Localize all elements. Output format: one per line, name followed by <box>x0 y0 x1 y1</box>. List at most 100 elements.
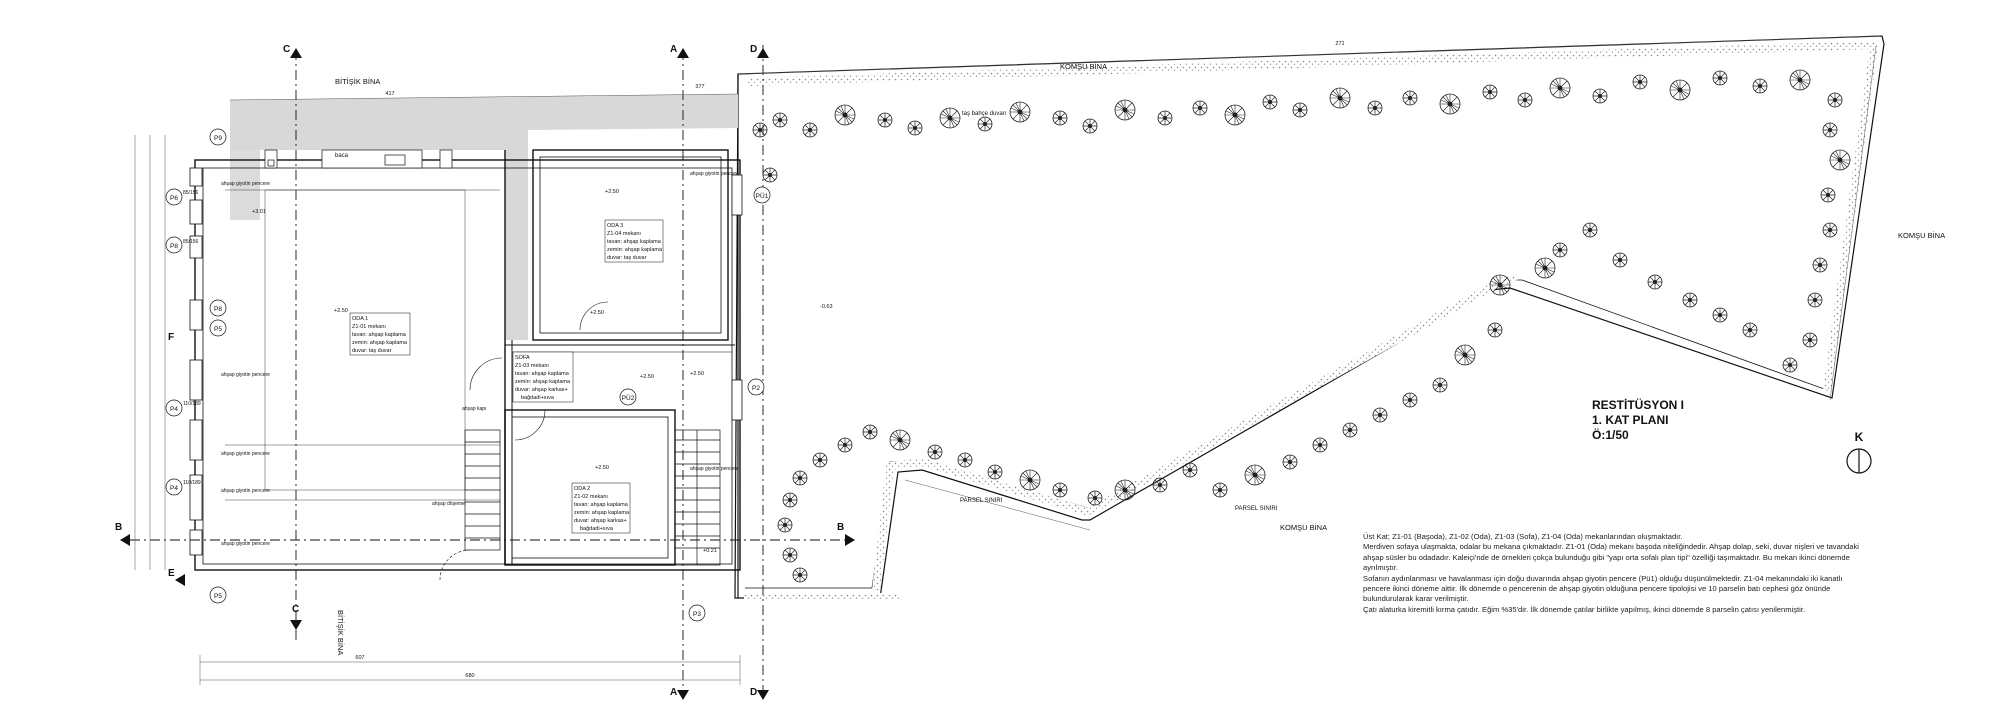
room-label-oda2: ODA 2 Z1-02 mekanı tavan: ahşap kaplama … <box>571 465 631 534</box>
section-letters: C A D B B E F C A D <box>115 44 844 698</box>
dimension-total: 680 <box>465 673 474 679</box>
window-text-5: ahşap giyotin pencere <box>221 541 270 547</box>
adjacent-building-top-label: BİTİŞİK BİNA <box>335 77 380 86</box>
section-mark-a-top: A <box>670 44 677 55</box>
stair-floor-label: ahşap döşeme <box>432 501 465 507</box>
section-mark-d-bottom: D <box>750 687 757 698</box>
level-stair-top: +2.50 <box>590 310 604 316</box>
title-line-2: 1. KAT PLANI <box>1592 413 1669 427</box>
svg-text:Z1-03 mekanı: Z1-03 mekanı <box>515 363 549 369</box>
parcel-label-1: PARSEL SINIRI <box>960 498 1003 504</box>
window-tag-p3: P3 <box>693 611 701 618</box>
window-size-p6: 85/156 <box>183 239 199 245</box>
svg-text:tavan: ahşap kaplama: tavan: ahşap kaplama <box>607 239 662 245</box>
window-text-3: ahşap giyotin pencere <box>221 451 270 457</box>
window-tags <box>165 128 771 622</box>
section-mark-c-top: C <box>283 44 290 55</box>
svg-text:Z1-02 mekanı: Z1-02 mekanı <box>574 494 608 500</box>
svg-text:zemin: ahşap kaplama: zemin: ahşap kaplama <box>574 510 630 516</box>
plan-notes: Üst Kat; Z1-01 (Başoda), Z1-02 (Oda), Z1… <box>1363 532 1863 615</box>
dimension-right: 271 <box>1335 41 1344 47</box>
section-arrows <box>120 48 855 700</box>
neighbor-bottom-label: KOMŞU BİNA <box>1280 523 1327 532</box>
window-size-p9: 85/156 <box>183 190 199 196</box>
dimension-b: 417 <box>385 91 394 97</box>
section-mark-b-left: B <box>115 522 122 533</box>
svg-text:zemin: ahşap kaplama: zemin: ahşap kaplama <box>352 340 408 346</box>
window-tag-p2: P2 <box>752 385 760 392</box>
svg-text:duvar: ahşap karkas+: duvar: ahşap karkas+ <box>515 387 568 393</box>
window-text-1: ahşap giyotin pencere <box>221 181 270 187</box>
window-tag-p5-b: P5 <box>214 593 222 600</box>
garden-wall-label: taş bahçe duvarı <box>962 111 1007 117</box>
svg-text:bağdadi+sıva: bağdadi+sıva <box>580 526 614 532</box>
svg-text:tavan: ahşap kaplama: tavan: ahşap kaplama <box>352 332 407 338</box>
svg-text:Z1-01 mekanı: Z1-01 mekanı <box>352 324 386 330</box>
window-tag-pu1: PÜ1 <box>756 192 769 200</box>
neighbor-right-label: KOMŞU BİNA <box>1898 231 1945 240</box>
section-lines <box>130 45 845 690</box>
adjacent-building-bottom-label: BİTİŞİK BİNA <box>336 610 345 655</box>
window-tag-p4-b: P4 <box>170 485 178 492</box>
garden-boundary <box>734 35 1885 599</box>
svg-text:ODA 3: ODA 3 <box>607 223 623 229</box>
svg-text:tavan: ahşap kaplama: tavan: ahşap kaplama <box>574 502 629 508</box>
note-3: Sofanın aydınlanması ve havalanması için… <box>1363 573 1843 604</box>
svg-text:duvar: taş duvar: duvar: taş duvar <box>352 348 392 354</box>
neighbor-top-label: KOMŞU BİNA <box>1060 62 1107 71</box>
level-sofa: +2.50 <box>640 374 654 380</box>
parcel-label-2: PARSEL SINIRI <box>1235 506 1278 512</box>
window-tag-p8-b: P8 <box>214 306 222 313</box>
section-mark-f: F <box>168 332 174 343</box>
window-tag-pu2: PÜ2 <box>622 394 635 402</box>
svg-text:duvar: ahşap karkas+: duvar: ahşap karkas+ <box>574 518 627 524</box>
note-4: Çatı alaturka kiremitli kırma çatıdır. E… <box>1363 604 1806 614</box>
north-label: K <box>1855 430 1864 444</box>
section-mark-c-bottom: C <box>292 604 299 615</box>
window-tag-p6: P6 <box>170 195 178 202</box>
svg-text:ODA 1: ODA 1 <box>352 316 368 322</box>
level-oda3: +2.50 <box>605 189 619 195</box>
window-text-7: ahşap giyotin pencere <box>690 466 739 472</box>
neighbor-labels: KOMŞU BİNA KOMŞU BİNA KOMŞU BİNA BİTİŞİK… <box>335 62 1945 655</box>
level-left: +3.01 <box>252 209 266 215</box>
svg-text:duvar: taş duvar: duvar: taş duvar <box>607 255 647 261</box>
north-arrow: K <box>1846 430 1872 474</box>
dimension-lines <box>134 35 1883 685</box>
window-size-p4b: 110/189 <box>183 480 201 486</box>
level-garden: -0.63 <box>820 304 833 310</box>
svg-text:ODA 2: ODA 2 <box>574 486 590 492</box>
window-text-4: ahşap giyotin pencere <box>221 488 270 494</box>
window-tag-p8-a: P8 <box>170 243 178 250</box>
window-tag-p9: P9 <box>214 135 222 142</box>
window-size-p4a: 110/189 <box>183 401 201 407</box>
svg-text:bağdadi+sıva: bağdadi+sıva <box>521 395 555 401</box>
title-block: RESTİTÜSYON I 1. KAT PLANI Ö:1/50 <box>1592 398 1684 443</box>
level-bottom: +0.21 <box>703 548 717 554</box>
svg-text:SOFA: SOFA <box>515 355 530 361</box>
title-line-1: RESTİTÜSYON I <box>1592 398 1685 412</box>
section-mark-d-top: D <box>750 44 757 55</box>
title-line-3: Ö:1/50 <box>1592 428 1629 442</box>
window-text-6: ahşap giyotin pencere <box>690 171 739 177</box>
window-tag-p4-a: P4 <box>170 406 178 413</box>
door-label: ahşap kapı <box>462 406 486 412</box>
room-label-oda1: ODA 1 Z1-01 mekanı tavan: ahşap kaplama … <box>334 308 411 356</box>
section-mark-b-right: B <box>837 522 844 533</box>
svg-text:Z1-04 mekanı: Z1-04 mekanı <box>607 231 641 237</box>
room-label-oda3: ODA 3 Z1-04 mekanı tavan: ahşap kaplama … <box>604 189 664 263</box>
note-1: Üst Kat; Z1-01 (Başoda), Z1-02 (Oda), Z1… <box>1363 532 1683 541</box>
svg-text:zemin: ahşap kaplama: zemin: ahşap kaplama <box>515 379 571 385</box>
window-text-2: ahşap giyotin pencere <box>221 372 270 378</box>
window-tag-p5-a: P5 <box>214 326 222 333</box>
section-mark-a-bottom: A <box>670 687 677 698</box>
chimney-label: baca <box>335 153 349 159</box>
level-oda1: +2.50 <box>334 308 348 314</box>
note-2: Merdiven sofaya ulaşmakta, odalar bu mek… <box>1363 542 1859 573</box>
dimension-c: 377 <box>695 84 704 90</box>
svg-text:tavan: ahşap kaplama: tavan: ahşap kaplama <box>515 371 570 377</box>
dimension-a: 607 <box>355 655 364 661</box>
building-walls <box>189 94 743 581</box>
level-marks: +2.50 +2.50 -0.63 +0.21 +3.01 <box>252 209 833 554</box>
garden-vegetation <box>752 69 1851 583</box>
